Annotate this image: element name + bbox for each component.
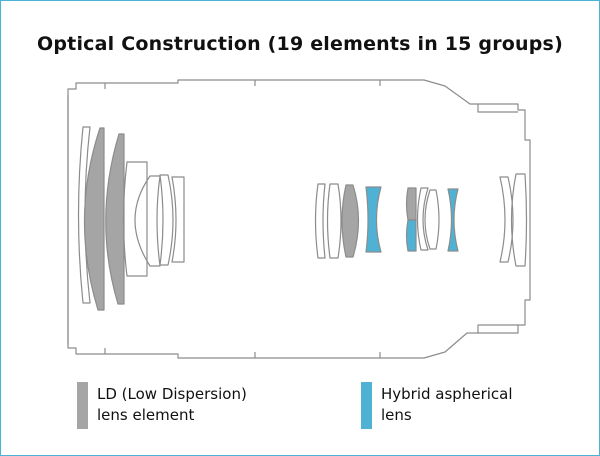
lens-element-6 [159, 174, 174, 266]
lens-element-16 [499, 176, 514, 263]
lens-element-13 [416, 187, 429, 251]
lens-element-5 [134, 175, 161, 267]
lens-element-12-hybrid-part [405, 219, 417, 252]
lens-element-14 [424, 189, 440, 250]
diagram-title: Optical Construction (19 elements in 15 … [37, 33, 563, 55]
lens-element-1 [77, 126, 91, 304]
lens-element-10-ld [341, 184, 360, 258]
lens-element-3-ld [105, 133, 125, 305]
hybrid-legend-label: Hybrid aspherical lens [381, 384, 513, 426]
barrel-step-top [477, 104, 518, 113]
hybrid-legend-line-1: Hybrid aspherical [381, 385, 513, 403]
lens-element-9 [326, 183, 342, 259]
ld-legend-line-2: lens element [97, 406, 195, 424]
lens-element-12-ld-hybrid [405, 187, 417, 221]
ld-legend-label: LD (Low Dispersion) lens element [97, 384, 247, 426]
lens-barrel-outline [67, 79, 531, 359]
hybrid-legend-swatch [361, 382, 372, 429]
ld-legend-line-1: LD (Low Dispersion) [97, 385, 247, 403]
lens-element-11-hybrid [365, 186, 382, 253]
lens-element-15-hybrid [447, 188, 459, 252]
lens-element-17 [510, 173, 528, 267]
lens-element-2-ld [83, 127, 105, 311]
hybrid-legend-line-2: lens [381, 406, 412, 424]
lens-element-8 [314, 183, 326, 259]
ld-legend-swatch [77, 382, 88, 429]
lens-element-7 [171, 176, 185, 263]
lens-element-4 [122, 161, 148, 277]
barrel-step-bottom [477, 324, 518, 333]
